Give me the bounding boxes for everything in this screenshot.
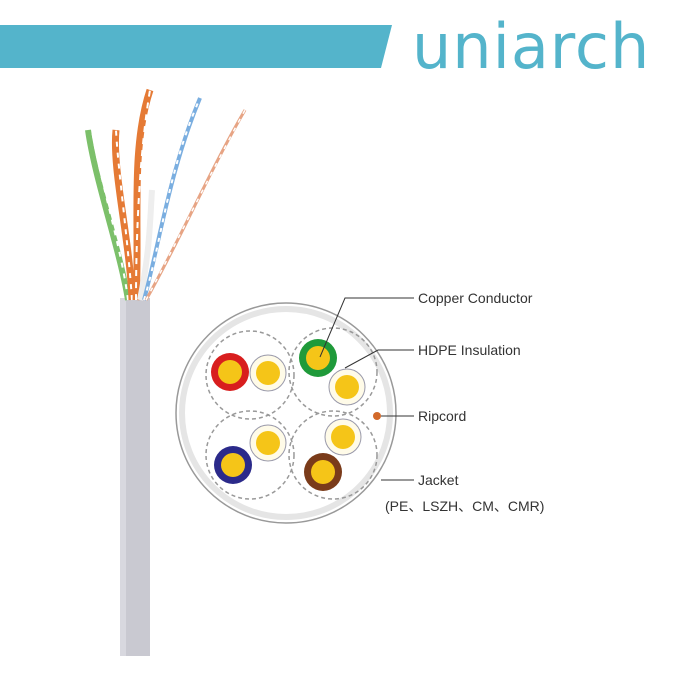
- cross-section: [175, 302, 397, 524]
- label-ripcord: Ripcord: [418, 408, 466, 424]
- pair-outlines: [205, 327, 378, 500]
- label-jacket: Jacket: [418, 472, 459, 488]
- label-copper-conductor: Copper Conductor: [418, 290, 533, 306]
- ripcord-dot: [373, 412, 381, 420]
- jacket: [175, 302, 397, 524]
- cable-illustration: [85, 88, 247, 656]
- brand-logo: uniarch: [412, 10, 650, 83]
- leader-lines: [319, 297, 414, 481]
- label-jacket-materials: (PE、LSZH、CM、CMR): [385, 498, 544, 514]
- conductors: [211, 339, 366, 491]
- header-banner: [0, 25, 392, 68]
- label-hdpe-insulation: HDPE Insulation: [418, 342, 521, 358]
